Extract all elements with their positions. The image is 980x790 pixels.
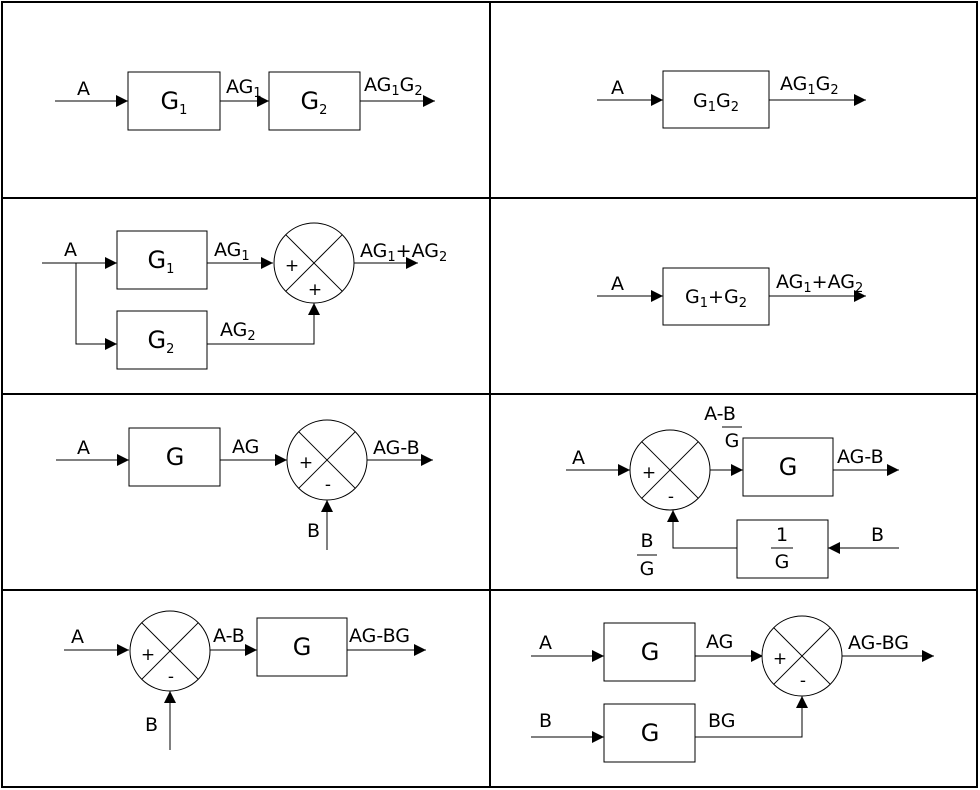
minus-sign: - xyxy=(800,671,806,691)
b-over-g-denominator: G xyxy=(640,558,655,580)
block-g1g2-label: G1G2 xyxy=(693,90,739,115)
minus-sign: - xyxy=(325,475,331,495)
summing-junction xyxy=(629,429,711,511)
plus-sign: + xyxy=(642,463,656,483)
feedback-arrow xyxy=(667,510,737,549)
block-g-top-label: G xyxy=(641,638,660,666)
block-g2-label: G2 xyxy=(301,87,328,118)
output-label: AG1+AG2 xyxy=(776,271,863,296)
input-b-label: B xyxy=(307,520,320,542)
plus-sign-bottom: + xyxy=(308,280,322,300)
bg-arrow xyxy=(695,696,808,738)
output-label: AG-B xyxy=(837,446,884,468)
minus-sign: - xyxy=(668,487,674,507)
output-label: AG1G2 xyxy=(780,73,839,98)
output-label: AG1G2 xyxy=(364,74,423,99)
output-label: AG-BG xyxy=(349,625,410,647)
input-a-label: A xyxy=(611,77,624,99)
equivalent-sum-diagram: A G1+G2 AG1+AG2 xyxy=(597,267,866,326)
ag1-label: AG1 xyxy=(226,76,262,101)
block-g1g2 xyxy=(662,70,770,129)
ag-label: AG xyxy=(232,436,259,458)
block-g1 xyxy=(127,71,221,131)
block-g-label: G xyxy=(779,453,798,481)
ag1-label: AG1 xyxy=(214,239,250,264)
plus-sign-top: + xyxy=(285,256,299,276)
block-g2 xyxy=(268,71,361,131)
input-a-label: A xyxy=(77,437,90,459)
block-g-bottom xyxy=(603,703,696,763)
summing-junction xyxy=(129,610,211,692)
input-a-label: A xyxy=(71,626,84,648)
summing-junction xyxy=(761,615,843,697)
block-g xyxy=(128,427,221,487)
summing-junction xyxy=(286,419,368,501)
block-g2 xyxy=(116,310,208,370)
input-a-label: A xyxy=(77,78,90,100)
parallel-blocks-diagram: A G1 G2 AG1 AG2 + + AG1+AG2 xyxy=(42,222,447,370)
output-label: AG1+AG2 xyxy=(360,240,447,265)
equivalent-product-diagram: A G1G2 AG1G2 xyxy=(597,70,866,129)
output-label: AG-BG xyxy=(848,632,909,654)
block-g1 xyxy=(116,230,208,290)
block-one-over-g-denominator: G xyxy=(775,551,790,573)
minus-sign: - xyxy=(168,667,174,687)
b-over-g-numerator: B xyxy=(640,530,653,552)
block-g1-plus-g2 xyxy=(662,267,770,326)
plus-sign: + xyxy=(299,453,313,473)
block-g-top xyxy=(603,622,696,682)
block-g2-label: G2 xyxy=(148,326,175,357)
plus-sign: + xyxy=(773,649,787,669)
input-a-label: A xyxy=(64,239,77,261)
block-g-label: G xyxy=(293,633,312,661)
block-g1-label: G1 xyxy=(148,246,175,277)
block-one-over-g xyxy=(736,519,829,579)
a-minus-b-over-g-numerator: A-B xyxy=(704,403,736,425)
ag2-label: AG2 xyxy=(220,319,256,344)
input-a-label: A xyxy=(611,273,624,295)
blocks-before-summing-diagram: A G AG B G BG + - AG-BG xyxy=(531,615,934,763)
block-g-label: G xyxy=(166,443,185,471)
output-label: AG-B xyxy=(373,437,420,459)
input-b-label: B xyxy=(145,714,158,736)
bg-label: BG xyxy=(708,710,735,732)
block-g-bottom-label: G xyxy=(641,719,660,747)
summing-then-block-diagram: A + - A-B G G AG-B 1 G B B G xyxy=(566,403,899,580)
block-one-over-g-numerator: 1 xyxy=(776,524,788,546)
ag-label: AG xyxy=(706,631,733,653)
a-minus-b-over-g-denominator: G xyxy=(725,430,740,452)
block-g1-plus-g2-label: G1+G2 xyxy=(685,286,747,311)
input-a-label: A xyxy=(572,447,585,469)
plus-sign: + xyxy=(141,645,155,665)
input-b-label: B xyxy=(871,524,884,546)
block-g1-label: G1 xyxy=(161,87,188,118)
cascade-blocks-diagram: A G1 AG1 G2 AG1G2 xyxy=(55,71,435,131)
a-minus-b-label: A-B xyxy=(213,625,245,647)
block-g xyxy=(742,437,834,497)
input-a-label: A xyxy=(539,632,552,654)
summing-before-block-diagram: A + - B A-B G AG-BG xyxy=(64,610,426,750)
ag2-arrow xyxy=(207,303,320,345)
block-g xyxy=(256,617,348,677)
input-b-label: B xyxy=(539,710,552,732)
branch-arrow xyxy=(75,263,117,350)
block-then-summing-diagram: A G AG + - B AG-B xyxy=(56,419,433,550)
